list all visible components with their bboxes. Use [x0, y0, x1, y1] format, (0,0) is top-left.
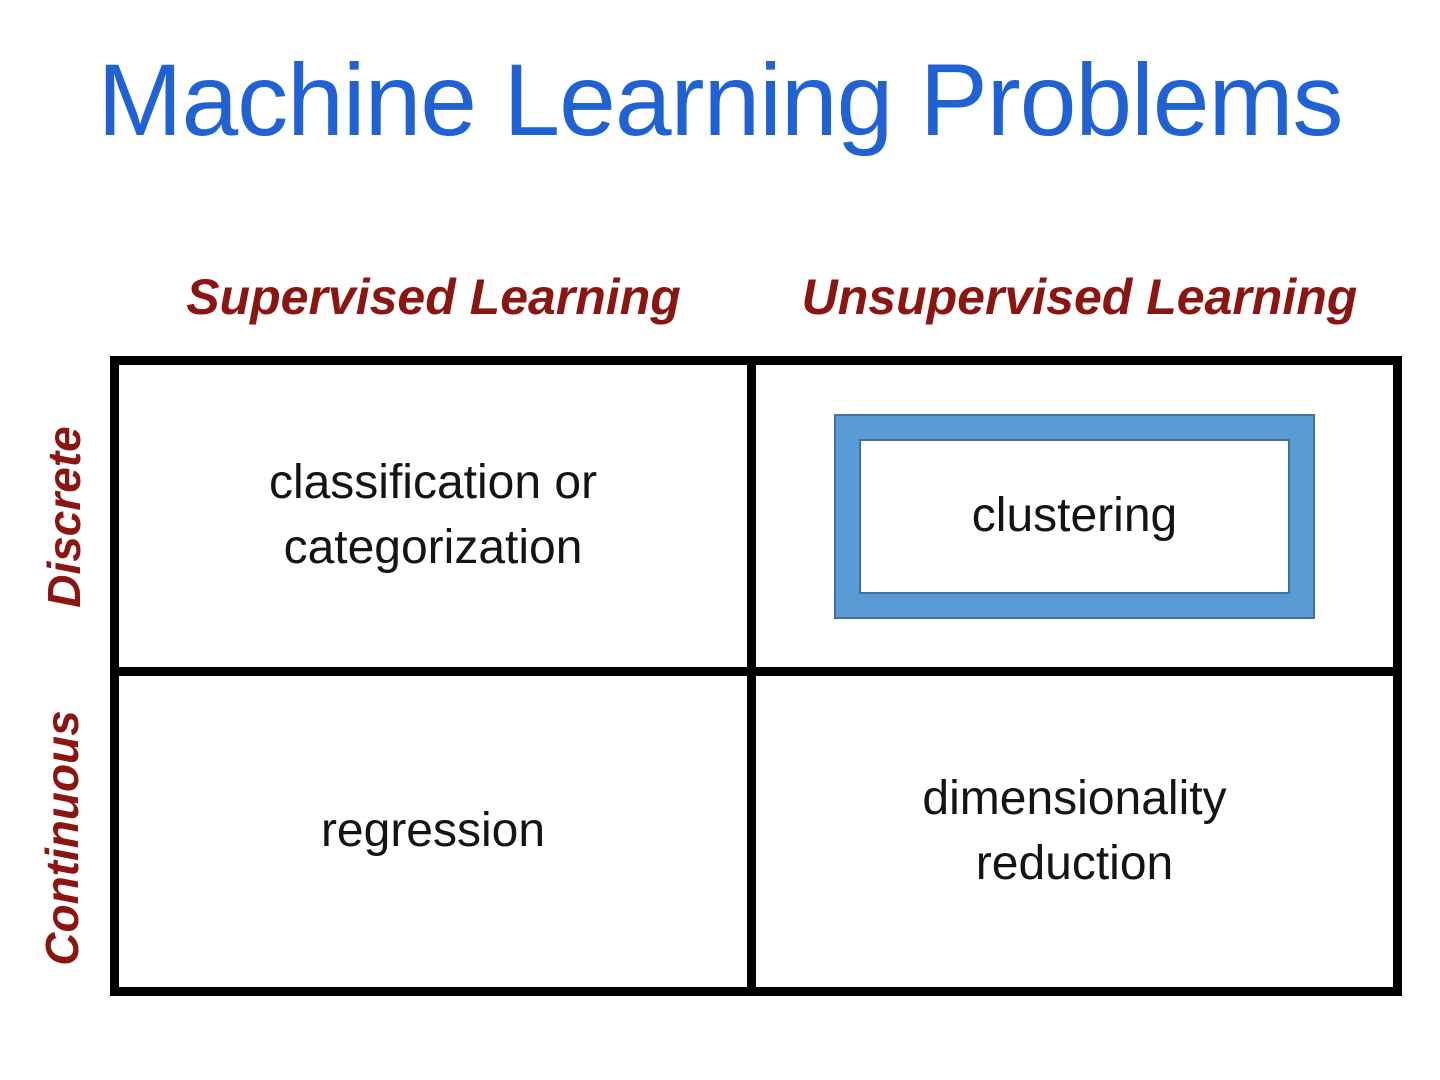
cell-label-clustering: clustering: [971, 488, 1178, 542]
cell-label-dimensionality-reduction: dimensionality reduction: [922, 771, 1227, 890]
cell-clustering: clustering: [756, 365, 1393, 676]
column-header-supervised-learning: Supervised Learning: [186, 269, 681, 325]
cell-classification: classification or categorization: [119, 365, 756, 676]
cell-label-classification: classification or categorization: [268, 456, 598, 574]
row-header-continuous: Continuous: [36, 710, 88, 966]
row-header-discrete: Discrete: [38, 426, 90, 608]
column-header-unsupervised-learning: Unsupervised Learning: [801, 269, 1358, 325]
cell-regression: regression: [119, 676, 756, 987]
matrix-table: classification or categorization cluster…: [110, 356, 1402, 996]
slide-title: Machine Learning Problems: [97, 43, 1343, 157]
clustering-highlight-box: clustering: [834, 413, 1315, 619]
cell-label-regression: regression: [320, 804, 546, 858]
cell-dimensionality-reduction: dimensionality reduction: [756, 676, 1393, 987]
clustering-highlight-inner: clustering: [859, 438, 1290, 594]
